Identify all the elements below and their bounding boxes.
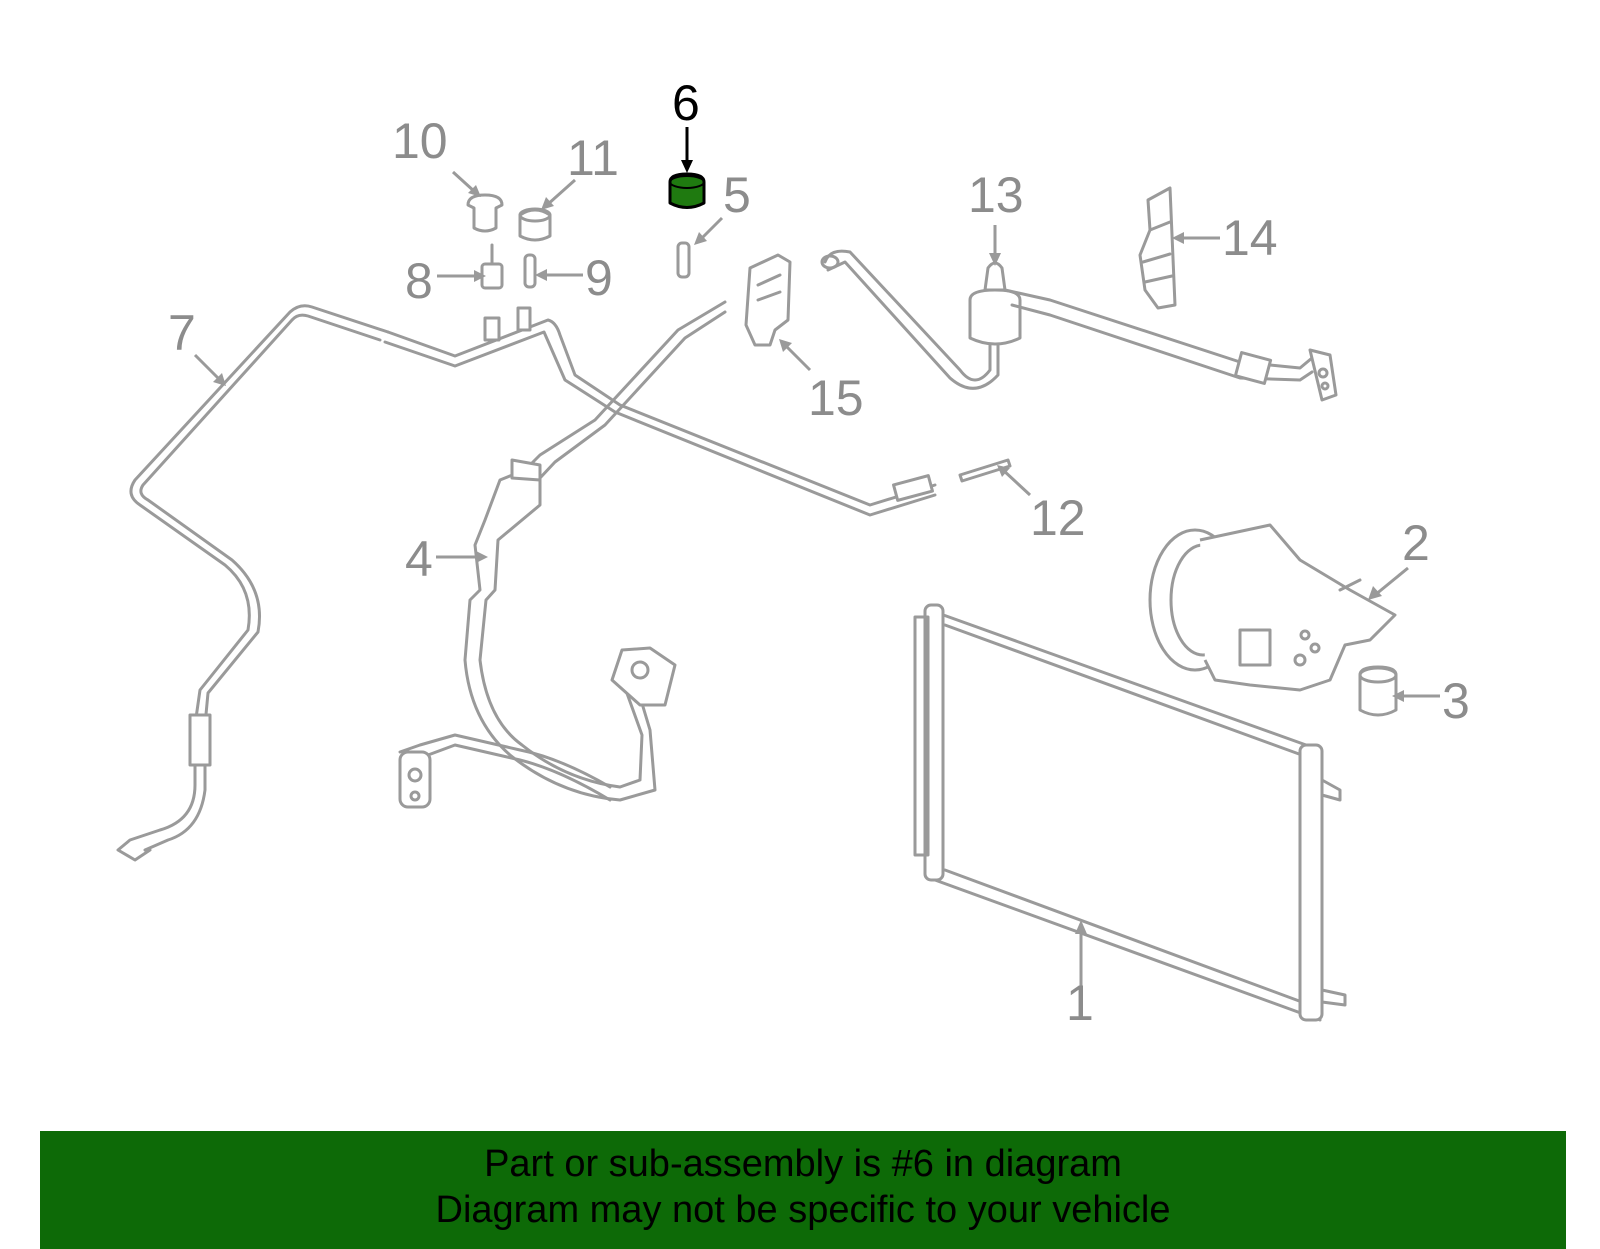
part-14-bracket[interactable] (1138, 186, 1177, 310)
part-1-condenser[interactable] (913, 603, 1347, 1022)
callout-10: 10 (392, 113, 448, 169)
callout-9: 9 (585, 250, 613, 306)
callout-4: 4 (405, 531, 433, 587)
part-11-cap[interactable] (518, 207, 552, 242)
part-3-fitting[interactable] (1358, 665, 1398, 717)
leader-lines (193, 127, 1440, 995)
callout-6: 6 (672, 75, 700, 131)
part-7-hose[interactable] (116, 304, 937, 862)
callout-3: 3 (1442, 673, 1470, 729)
callout-1: 1 (1066, 975, 1094, 1031)
callout-15: 15 (808, 370, 864, 426)
part-5-valve-core[interactable] (676, 241, 691, 279)
callout-8: 8 (405, 253, 433, 309)
callout-5: 5 (723, 167, 751, 223)
callout-2: 2 (1402, 515, 1430, 571)
part-10-cap[interactable] (466, 193, 504, 233)
callout-11: 11 (567, 130, 619, 186)
callout-7: 7 (168, 305, 196, 361)
part-9-valve-core[interactable] (523, 253, 537, 289)
callout-13: 13 (968, 167, 1024, 223)
banner-line-part: Part or sub-assembly is #6 in diagram (484, 1143, 1122, 1185)
banner-line-disclaimer: Diagram may not be specific to your vehi… (435, 1189, 1171, 1231)
part-4-hose[interactable] (398, 300, 727, 809)
callout-12: 12 (1030, 490, 1086, 546)
part-8-valve[interactable] (480, 243, 504, 290)
part-13-accumulator[interactable] (820, 249, 1338, 402)
part-6-cap[interactable] (668, 172, 706, 209)
info-banner: Part or sub-assembly is #6 in diagram Di… (40, 1131, 1566, 1249)
part-15-bracket[interactable] (744, 253, 792, 347)
callout-14: 14 (1222, 210, 1278, 266)
part-2-compressor[interactable] (1148, 523, 1397, 692)
